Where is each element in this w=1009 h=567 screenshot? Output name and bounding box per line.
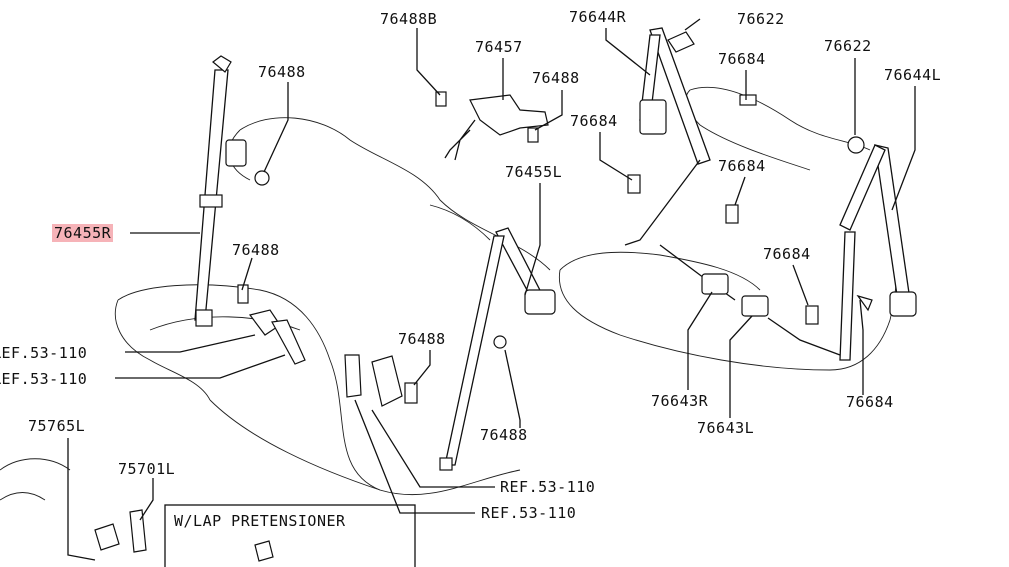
callout-76488-top[interactable]: 76488 (532, 69, 580, 87)
inset-label: W/LAP PRETENSIONER (174, 512, 346, 530)
callout-ref-d[interactable]: REF.53-110 (481, 504, 577, 522)
callout-75701L[interactable]: 75701L (118, 460, 176, 478)
callout-76684-a[interactable]: 76684 (718, 50, 766, 68)
callout-76644R[interactable]: 76644R (569, 8, 627, 26)
callout-76457[interactable]: 76457 (475, 38, 523, 56)
callout-76488-d[interactable]: 76488 (480, 426, 528, 444)
callout-76684-c[interactable]: 76684 (718, 157, 766, 175)
callout-76684-d[interactable]: 76684 (763, 245, 811, 263)
seat-outlines (0, 86, 898, 501)
bracket-76457 (435, 91, 549, 161)
callout-ref-a[interactable]: REF.53-110 (0, 344, 88, 362)
callout-76488-mid[interactable]: 76488 (232, 241, 280, 259)
callout-76684-b[interactable]: 76684 (570, 112, 618, 130)
leader-lines (67, 18, 916, 561)
lower-left-parts (94, 509, 274, 562)
callout-ref-b[interactable]: REF.53-110 (0, 370, 88, 388)
callout-76644L[interactable]: 76644L (884, 66, 942, 84)
belt-76455L (404, 227, 556, 471)
callout-76488B[interactable]: 76488B (380, 10, 438, 28)
ref-parts (248, 309, 403, 407)
callout-76684-e[interactable]: 76684 (846, 393, 894, 411)
callout-76455L[interactable]: 76455L (505, 163, 563, 181)
callout-76488-c[interactable]: 76488 (398, 330, 446, 348)
belt-76455R (194, 55, 270, 327)
callout-75765L[interactable]: 75765L (28, 417, 86, 435)
callout-76622-top[interactable]: 76622 (737, 10, 785, 28)
callout-76643L[interactable]: 76643L (697, 419, 755, 437)
buckles-76643 (659, 244, 841, 356)
callout-76455R[interactable]: 76455R (52, 224, 114, 242)
callout-76622-right[interactable]: 76622 (824, 37, 872, 55)
callout-76488-left[interactable]: 76488 (258, 63, 306, 81)
belt-76644L (805, 136, 917, 361)
callout-76643R[interactable]: 76643R (651, 392, 709, 410)
callout-ref-c[interactable]: REF.53-110 (500, 478, 596, 496)
belt-76644R (624, 27, 757, 246)
